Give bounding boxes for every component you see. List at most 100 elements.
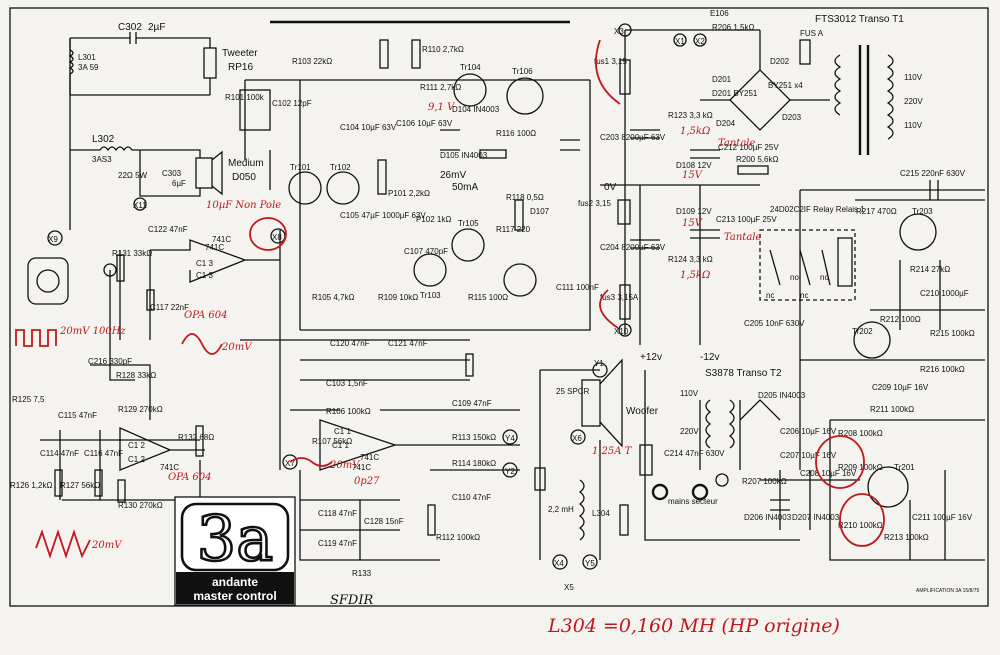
- part-d109: D109 12V: [676, 207, 712, 216]
- part-fus1: fus1 3,15: [594, 57, 627, 66]
- red-annotation-text: 20mV 100Hz 20mV 20mV 20mV 10µF Non Pole …: [59, 102, 840, 637]
- t2-tap-2: 220V: [680, 427, 699, 436]
- part-c106: C106 10µF 63V: [396, 119, 453, 128]
- node-x5: X5: [564, 583, 574, 592]
- tr202: Tr202: [852, 327, 873, 336]
- part-r215: R215 100kΩ: [930, 329, 975, 338]
- mains-fuse: FUS A: [800, 29, 824, 38]
- part-r115: R115 100Ω: [468, 293, 508, 302]
- signature: SFDIR: [330, 593, 373, 608]
- tr105: Tr105: [458, 219, 479, 228]
- part-c117: C117 22nF: [150, 303, 189, 312]
- mains-section: [639, 370, 800, 541]
- anno-zener1: 15V: [682, 170, 704, 181]
- tr101: Tr101: [290, 163, 311, 172]
- relay-section: [759, 229, 856, 301]
- anno-current: 50mA: [452, 182, 478, 193]
- opamp-3-part: 741C: [360, 453, 379, 462]
- part-d107: D107: [530, 207, 550, 216]
- part-c128: C128 15nF: [364, 517, 404, 526]
- part-r106: R106 100kΩ: [326, 407, 371, 416]
- part-r209: R209 100kΩ: [838, 463, 883, 472]
- part-fus3: fus3 3,15A: [600, 293, 639, 302]
- node-x7: X7: [285, 459, 295, 468]
- logo-line1: andante: [212, 575, 258, 589]
- part-c115: C115 47nF: [58, 411, 97, 420]
- medium-part: D050: [232, 172, 256, 183]
- bridge-d201: D201: [712, 75, 732, 84]
- anno-opa1: OPA 604: [184, 310, 228, 321]
- stamp: AMPLIFICATION 3A 15/8/75: [916, 588, 979, 594]
- node-x3: X3: [614, 27, 624, 36]
- part-c213: C213 100µF 25V: [716, 215, 777, 224]
- anno-zener2: 15V: [682, 218, 704, 229]
- part-d105: D105 IN4003: [440, 151, 488, 160]
- rail-zero: 0V: [604, 182, 617, 193]
- part-c204: C204 8200µF 63V: [600, 243, 666, 252]
- power-amp: [239, 39, 591, 331]
- protect-part-labels: R217 470Ω R214 27kΩ C210 1000µF R212 100…: [664, 89, 975, 542]
- svg-text:741C: 741C: [352, 463, 371, 472]
- part-r126: R126 1,2kΩ: [10, 481, 52, 490]
- transformer-t1-label: FTS3012 Transo T1: [815, 14, 904, 25]
- anno-sine1: 20mV: [221, 342, 253, 353]
- medium-section: L302 3AS3 Medium D050 22Ω 5W C303 6µF X1…: [70, 134, 264, 211]
- tr106: Tr106: [512, 67, 533, 76]
- part-c206: C206 10µF 16V: [780, 427, 837, 436]
- node-x7-circle: [282, 454, 298, 470]
- sheet-frame: [9, 7, 989, 607]
- logo-brand: 3a: [197, 502, 273, 575]
- part-c122: C122 47nF: [148, 225, 188, 234]
- anno-op27: 0p27: [354, 476, 380, 487]
- anno-footer: L304 =0,160 MH (HP origine): [547, 615, 840, 637]
- opamp-1-ref: C1 3: [196, 271, 213, 280]
- node-y2: Y2: [505, 467, 515, 476]
- tr104: Tr104: [460, 63, 481, 72]
- part-r216: R216 100kΩ: [920, 365, 965, 374]
- node-x8: X8: [272, 233, 282, 242]
- transistor-labels: Tr101 Tr102 Tr103 Tr104 Tr105 Tr106 Tr20…: [290, 63, 933, 472]
- part-r217: R217 470Ω: [856, 207, 897, 216]
- woofer-coil-value: 2,2 mH: [548, 505, 574, 514]
- anno-bottom-sq: 20mV: [91, 540, 123, 551]
- part-r103: R103 22kΩ: [292, 57, 332, 66]
- part-c205: C205 10nF 630V: [744, 319, 805, 328]
- left-part-labels: R131 33kΩ C122 47nF C117 22nF R128 33kΩ …: [10, 225, 214, 510]
- part-c210: C210 1000µF: [920, 289, 969, 298]
- part-d201: D201 BY251: [712, 89, 758, 98]
- part-r125: R125 7,5: [12, 395, 45, 404]
- part-d205: D205 IN4003: [758, 391, 806, 400]
- node-x1: X1: [675, 37, 685, 46]
- relay-c1: nc: [766, 291, 774, 300]
- part-c119: C119 47nF: [318, 539, 357, 548]
- part-c207: C207 10µF 16V: [780, 451, 837, 460]
- part-fus2: fus2 3,15: [578, 199, 611, 208]
- tr203: Tr203: [912, 207, 933, 216]
- opamp-2-part: 741C: [160, 463, 179, 472]
- medium-c-value: 6µF: [172, 179, 186, 188]
- part-c120: C120 47nF: [330, 339, 370, 348]
- part-r127: R127 56kΩ: [60, 481, 100, 490]
- node-x11: X11: [133, 201, 147, 210]
- anno-c101: 10µF Non Pole: [206, 200, 281, 211]
- anno-r123: 1,5kΩ: [680, 126, 710, 137]
- part-c103: C103 1,5nF: [326, 379, 368, 388]
- part-r105: R105 4,7kΩ: [312, 293, 354, 302]
- part-c208: C208 10µF 16V: [800, 469, 857, 478]
- svg-text:741C: 741C: [205, 243, 224, 252]
- medium-coil-label: L302: [92, 134, 115, 145]
- part-c216: C216 330pF: [88, 357, 132, 366]
- woofer-section: [502, 358, 629, 570]
- part-r130: R130 270kΩ: [118, 501, 163, 510]
- node-y5: Y5: [585, 559, 595, 568]
- part-r129: R129 270kΩ: [118, 405, 163, 414]
- node-x9-label: X9: [48, 235, 58, 244]
- node-y4: Y4: [505, 434, 515, 443]
- svg-text:C1 1: C1 1: [332, 441, 349, 450]
- anno-voltage: 26mV: [440, 170, 466, 181]
- tweeter-cap-label: C302: [118, 22, 142, 33]
- tr102: Tr102: [330, 163, 351, 172]
- tr103: Tr103: [420, 291, 441, 300]
- part-c110: C110 47nF: [452, 493, 491, 502]
